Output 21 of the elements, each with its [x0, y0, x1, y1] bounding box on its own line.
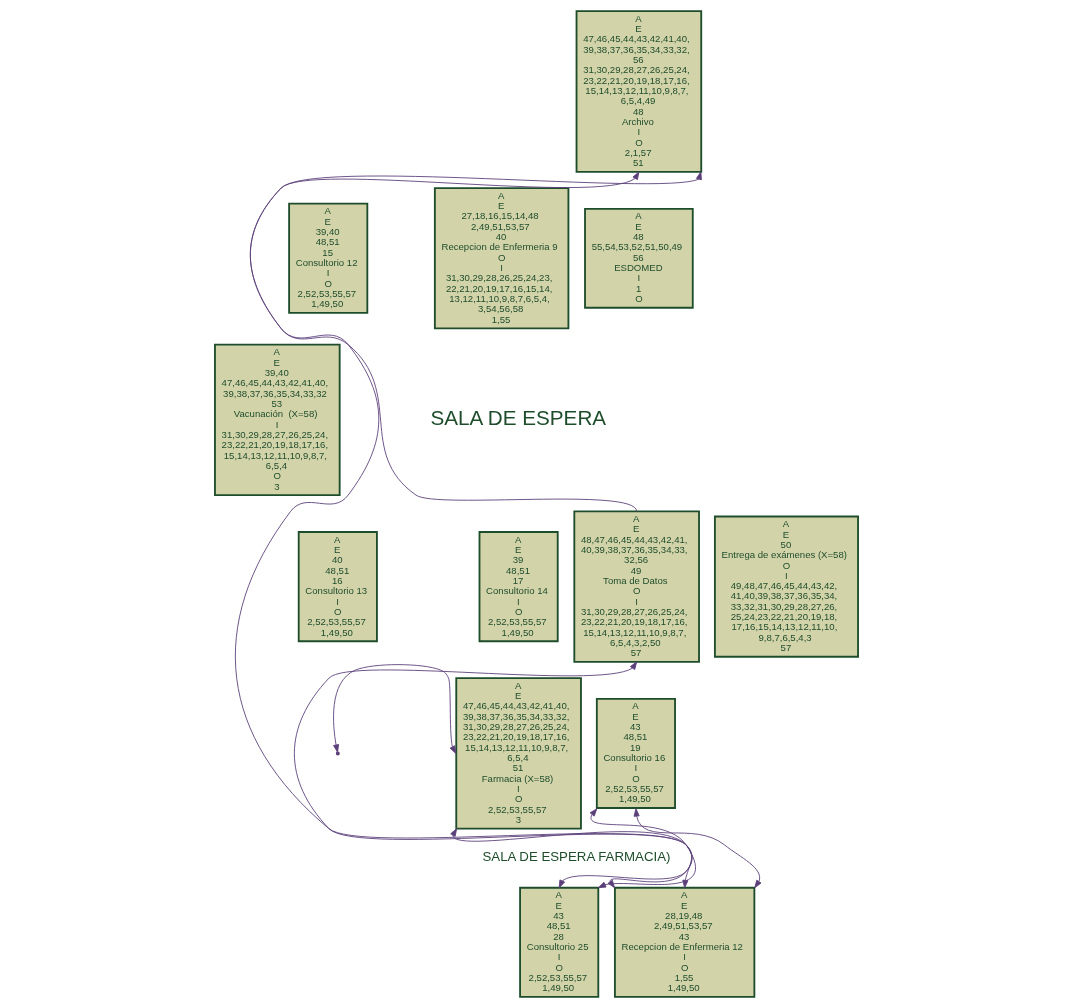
- node-box: A E 40 48,51 16 Consultorio 13 I O 2,52,53,55,57 1,49,50: [297, 531, 378, 643]
- node-box: A E 39,40 48,51 15 Consultorio 12 I O 2,52,53,55,57 1,49,50: [288, 202, 369, 314]
- node-box: A E 48,47,46,45,44,43,42,41,40,39,38,37,36,35,34,33,32,56 49 Toma de Datos O I 31,30,29,28,27,26,25,24,23,22,21,20,19,18,17,16,15,14,13,12,11,10,9,8,7,6,5,4,3,2,50 57: [573, 510, 700, 663]
- node-box: A E 28,19,48 2,49,51,53,57 43 Recepcion de Enfermeria 12 I O 1,55 1,49,50: [614, 886, 756, 998]
- node-box: A E 50 Entrega de exámenes (X=58) O I 49,48,47,46,45,44,43,42,41,40,39,38,37,36,35,34,33,32,31,30,29,28,27,26,25,24,23,22,21,20,19,18,17,16,15,14,13,12,11,10,9,8,7,6,5,4,3 57: [713, 515, 859, 658]
- arrow: [633, 808, 762, 889]
- arrow: [293, 661, 692, 889]
- node-box: A E 43 48,51 19 Consultorio 16 I O 2,52,53,55,57 1,49,50: [595, 697, 676, 809]
- arrow: [234, 171, 693, 889]
- arrow: [589, 808, 696, 889]
- node-box: A E 43 48,51 28 Consultorio 25 I O 2,52,53,55,57 1,49,50: [519, 886, 600, 998]
- node-box: A E 27,18,16,15,14,48 2,49,51,53,57 40 Recepcion de Enfermeria 9 O I 31,30,29,28,26,25,24,23,22,21,20,19,17,16,15,14,13,12,11,10,9,8,7,6,5,4,3,54,56,58 1,55: [433, 187, 570, 330]
- label: SALA DE ESPERA: [430, 405, 607, 429]
- node-box: A E 47,46,45,44,43,42,41,40,39,38,37,36,35,34,33,32,31,30,29,28,27,26,25,24,23,22,21,20,19,18,17,16,15,14,13,12,11,10,9,8,7,6,5,4 51 Farmacia (X=58) I O 2,52,53,55,57 3: [455, 677, 582, 830]
- node-box: A E 47,46,45,44,43,42,41,40,39,38,37,36,35,34,33,32,56 31,30,29,28,27,26,25,24,23,22,21,20,19,18,17,16,15,14,13,12,11,10,9,8,7,6,5,4,49 48 Archivo I O 2,1,57 51: [575, 10, 703, 173]
- label: SALA DE ESPERA FARMACIA): [482, 849, 671, 865]
- node-box: A E 39,40 47,46,45,44,43,42,41,40,39,38,37,36,35,34,33,32 53 Vacunación (X=58) I 31,30,29,28,27,26,25,24,23,22,21,20,19,18,17,16,15,14,13,12,11,10,9,8,7,6,5,4 O 3: [214, 343, 341, 497]
- arrow: [450, 828, 693, 889]
- node-box: A E 48 55,54,53,52,51,50,49 56 ESDOMED I 1 O: [584, 207, 694, 309]
- arrow: [333, 664, 457, 754]
- node-box: A E 39 48,51 17 Consultorio 14 I O 2,52,53,55,57 1,49,50: [478, 531, 559, 643]
